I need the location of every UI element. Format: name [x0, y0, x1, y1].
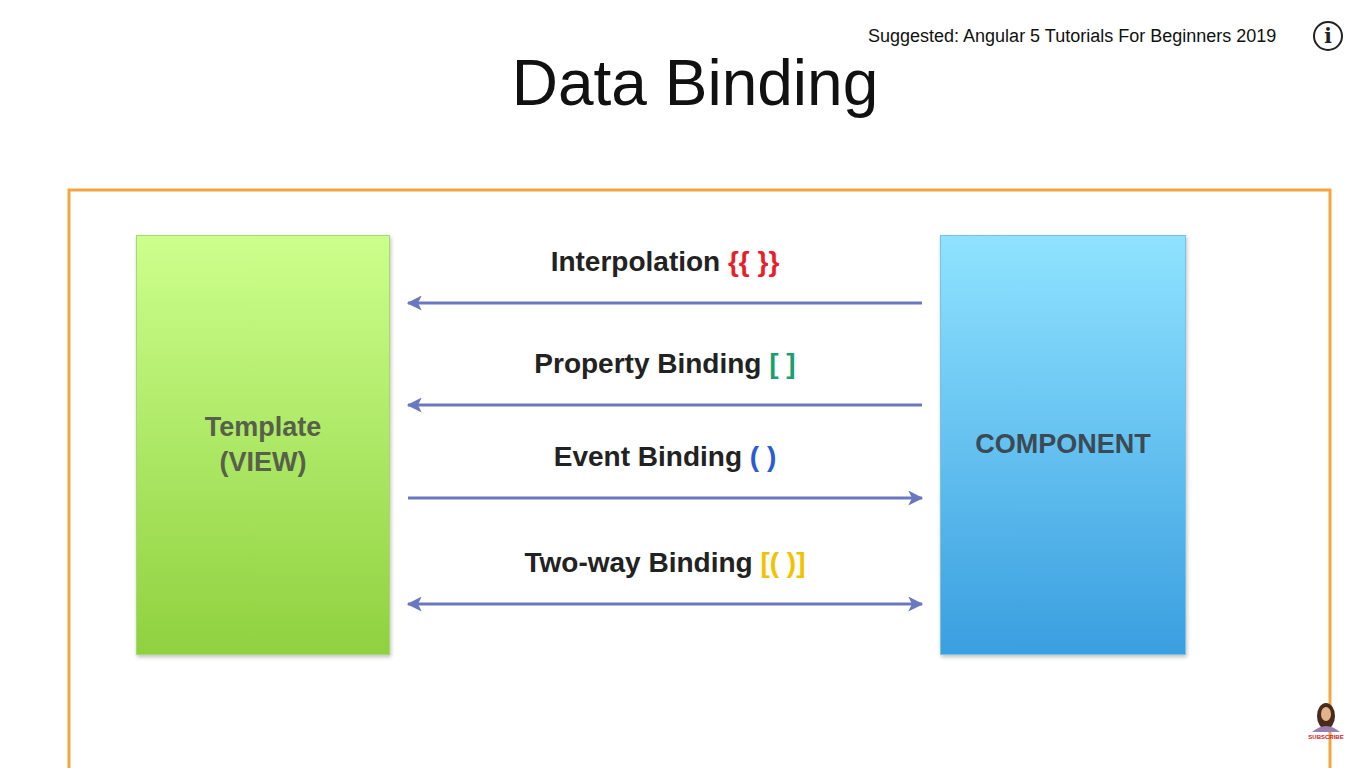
slide-title: Data Binding: [512, 46, 878, 120]
binding-name: Property Binding: [534, 348, 769, 379]
binding-syntax: ( ): [750, 441, 776, 472]
binding-arrow: [408, 404, 922, 407]
subscribe-label: SUBSCRIBE: [1308, 734, 1343, 740]
template-box: Template (VIEW): [136, 235, 390, 655]
binding-syntax: {{ }}: [728, 246, 779, 277]
info-icon: [1314, 22, 1342, 50]
box-label: Template (VIEW): [205, 410, 322, 480]
suggestion-overlay: [852, 12, 1358, 60]
binding-label: Interpolation {{ }}: [551, 246, 780, 278]
binding-arrow: [408, 302, 922, 305]
avatar-body: [1312, 726, 1340, 732]
component-box: COMPONENT: [940, 235, 1186, 655]
slide-frame: [69, 190, 1330, 768]
avatar-hair: [1317, 703, 1335, 729]
binding-label: Two-way Binding [( )]: [525, 547, 806, 579]
suggestion-text: Suggested: Angular 5 Tutorials For Begin…: [868, 26, 1276, 47]
binding-label: Event Binding ( ): [554, 441, 776, 473]
binding-name: Event Binding: [554, 441, 750, 472]
binding-arrow: [408, 497, 922, 500]
binding-label: Property Binding [ ]: [534, 348, 795, 380]
binding-name: Interpolation: [551, 246, 728, 277]
subscribe-avatar: [1312, 703, 1340, 732]
connectors: [408, 303, 922, 604]
avatar-face: [1321, 707, 1331, 721]
binding-syntax: [( )]: [760, 547, 805, 578]
binding-name: Two-way Binding: [525, 547, 761, 578]
info-icon-label: i: [1324, 24, 1332, 48]
binding-syntax: [ ]: [769, 348, 795, 379]
box-label: COMPONENT: [975, 427, 1151, 462]
binding-arrow: [408, 603, 922, 606]
